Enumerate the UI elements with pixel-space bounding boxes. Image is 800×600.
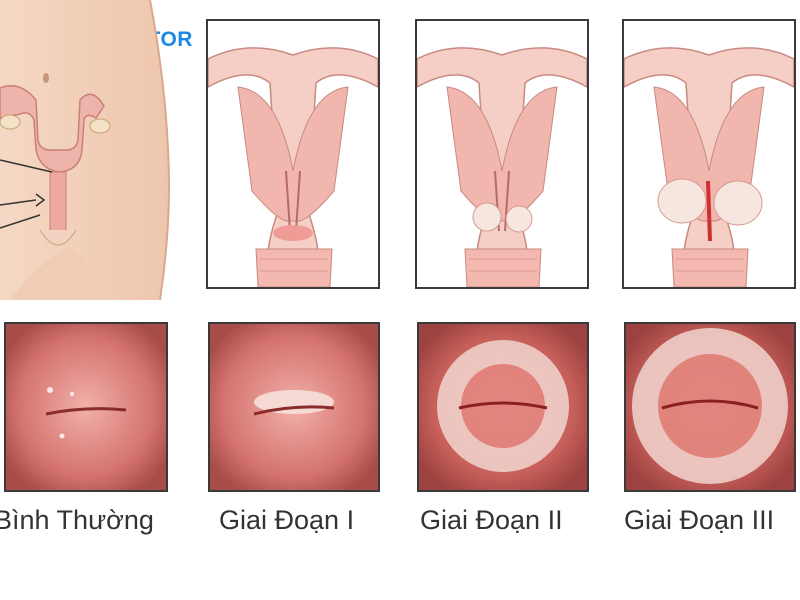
- cervix-view-stage-1: [208, 322, 380, 492]
- caption-normal: Bình Thường: [0, 505, 154, 535]
- caption-stage-3: Giai Đoạn III: [624, 505, 775, 535]
- body-anatomy-illustration: [0, 0, 205, 300]
- cervix-view-normal: [4, 322, 168, 492]
- uterus-cross-section-stage-2: [622, 19, 796, 289]
- caption-stage-2: Giai Đoạn II: [420, 505, 563, 535]
- uterus-cross-section-normal: [206, 19, 380, 289]
- uterus-cross-section-stage-1: [415, 19, 589, 289]
- cervix-view-stage-2: [417, 322, 589, 492]
- cervix-view-stage-3: [624, 322, 796, 492]
- caption-stage-1: Giai Đoạn I: [219, 505, 355, 535]
